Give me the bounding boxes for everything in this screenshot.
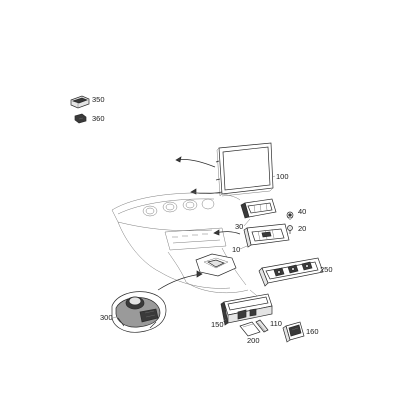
part-40[interactable] [286,211,294,221]
part-300-controller[interactable] [111,291,167,333]
callout-160: 160 [306,327,319,336]
part-150[interactable] [220,293,273,326]
part-250[interactable] [258,257,324,287]
callout-40: 40 [298,207,306,216]
leader-150 [221,318,227,324]
arrow-to-part-10 [213,229,241,236]
callout-250: 250 [320,265,333,274]
callout-360: 360 [92,114,105,123]
leader-100 [271,175,276,178]
part-100-display[interactable] [215,142,274,197]
arrow-controller-to-console [157,270,203,291]
callout-150: 150 [211,320,224,329]
dashboard-outline [111,192,263,301]
callout-200: 200 [247,336,260,345]
part-350[interactable] [70,95,90,109]
part-30[interactable] [240,198,277,219]
part-160[interactable] [282,321,305,343]
leader-300 [112,316,117,319]
leader-30 [243,218,251,227]
callout-30: 30 [235,222,243,231]
callout-350: 350 [92,95,105,104]
part-360[interactable] [74,113,87,124]
callout-110: 110 [270,319,282,328]
callout-300: 300 [100,313,113,322]
leader-10 [239,245,248,250]
callout-20: 20 [298,224,306,233]
arrow-display-to-dash [175,156,223,195]
part-20[interactable] [287,225,293,235]
part-200[interactable] [239,321,261,337]
callout-10: 10 [232,245,240,254]
callout-100: 100 [276,172,289,181]
part-10[interactable] [243,223,290,248]
part-110[interactable] [255,319,269,333]
